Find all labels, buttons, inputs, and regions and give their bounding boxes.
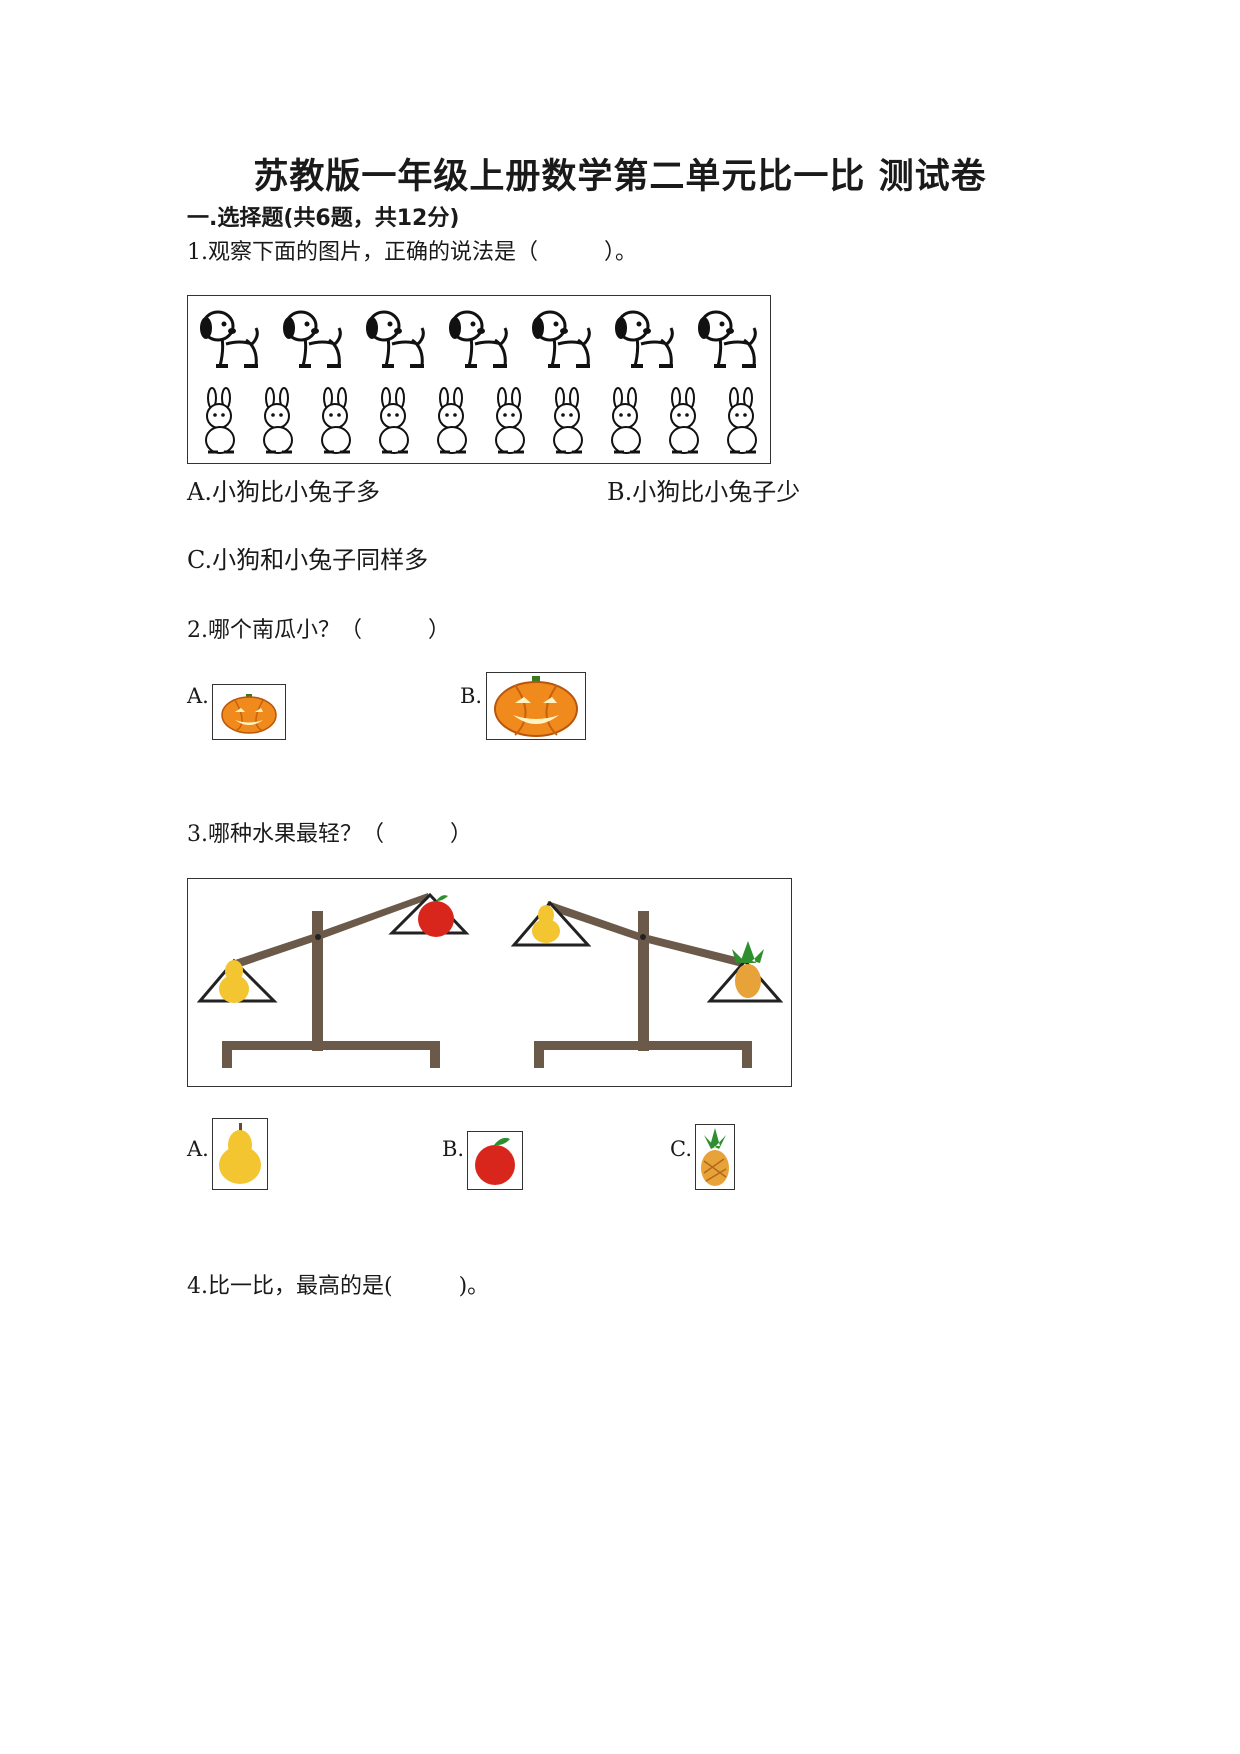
question-4-stem: 4.比一比，最高的是( )。: [187, 1274, 490, 1299]
q1-option-a[interactable]: A.小狗比小兔子多: [187, 478, 380, 506]
q3-scales-picture: [187, 878, 792, 1087]
rabbit-icon: [321, 387, 351, 454]
dog-icon: [366, 310, 425, 368]
page-title: 苏教版一年级上册数学第二单元比一比 测试卷: [253, 157, 987, 197]
dog-icon: [449, 310, 508, 368]
q3-option-a-label[interactable]: A.: [187, 1137, 209, 1161]
q3-pineapple-option[interactable]: [695, 1124, 735, 1190]
dog-icon: [698, 310, 757, 368]
question-3-stem: 3.哪种水果最轻？（ ）: [187, 822, 472, 847]
q1-option-b[interactable]: B.小狗比小兔子少: [607, 478, 801, 506]
question-2-stem: 2.哪个南瓜小？（ ）: [187, 618, 450, 643]
q2-option-a-label[interactable]: A.: [187, 684, 209, 708]
rabbit-icon: [263, 387, 293, 454]
dog-icon: [532, 310, 591, 368]
q2-option-b-label[interactable]: B.: [460, 684, 483, 708]
question-1-stem: 1.观察下面的图片，正确的说法是（ ）。: [187, 240, 637, 265]
dog-icon: [200, 310, 259, 368]
rabbit-icon: [553, 387, 583, 454]
rabbit-icon: [379, 387, 409, 454]
q1-animals-svg: [200, 310, 757, 454]
dog-icon: [615, 310, 674, 368]
q3-pear-option[interactable]: [212, 1118, 268, 1190]
rabbit-icon: [205, 387, 235, 454]
dog-icon: [283, 310, 342, 368]
q2-large-pumpkin-option[interactable]: [486, 672, 586, 740]
small-pumpkin-icon: [221, 694, 277, 734]
q2-small-pumpkin-option[interactable]: [212, 684, 286, 740]
q1-animals-picture: [187, 295, 771, 464]
left-balance-scale: [196, 892, 470, 1068]
q3-option-b-label[interactable]: B.: [442, 1137, 465, 1161]
right-balance-scale: [510, 900, 784, 1068]
q3-balance-scales-svg: [196, 892, 784, 1068]
q3-apple-option[interactable]: [467, 1131, 523, 1190]
pear-icon: [219, 1123, 261, 1184]
large-pumpkin-icon: [494, 676, 578, 737]
rabbit-icon: [495, 387, 525, 454]
rabbit-icon: [727, 387, 757, 454]
q1-option-c[interactable]: C.小狗和小兔子同样多: [187, 546, 429, 574]
rabbit-icon: [669, 387, 699, 454]
pineapple-icon: [701, 1128, 729, 1186]
section-heading: 一.选择题(共6题，共12分): [187, 206, 460, 231]
rabbit-icon: [611, 387, 641, 454]
q3-option-c-label[interactable]: C.: [670, 1137, 692, 1161]
rabbit-icon: [437, 387, 467, 454]
apple-icon: [475, 1137, 515, 1185]
